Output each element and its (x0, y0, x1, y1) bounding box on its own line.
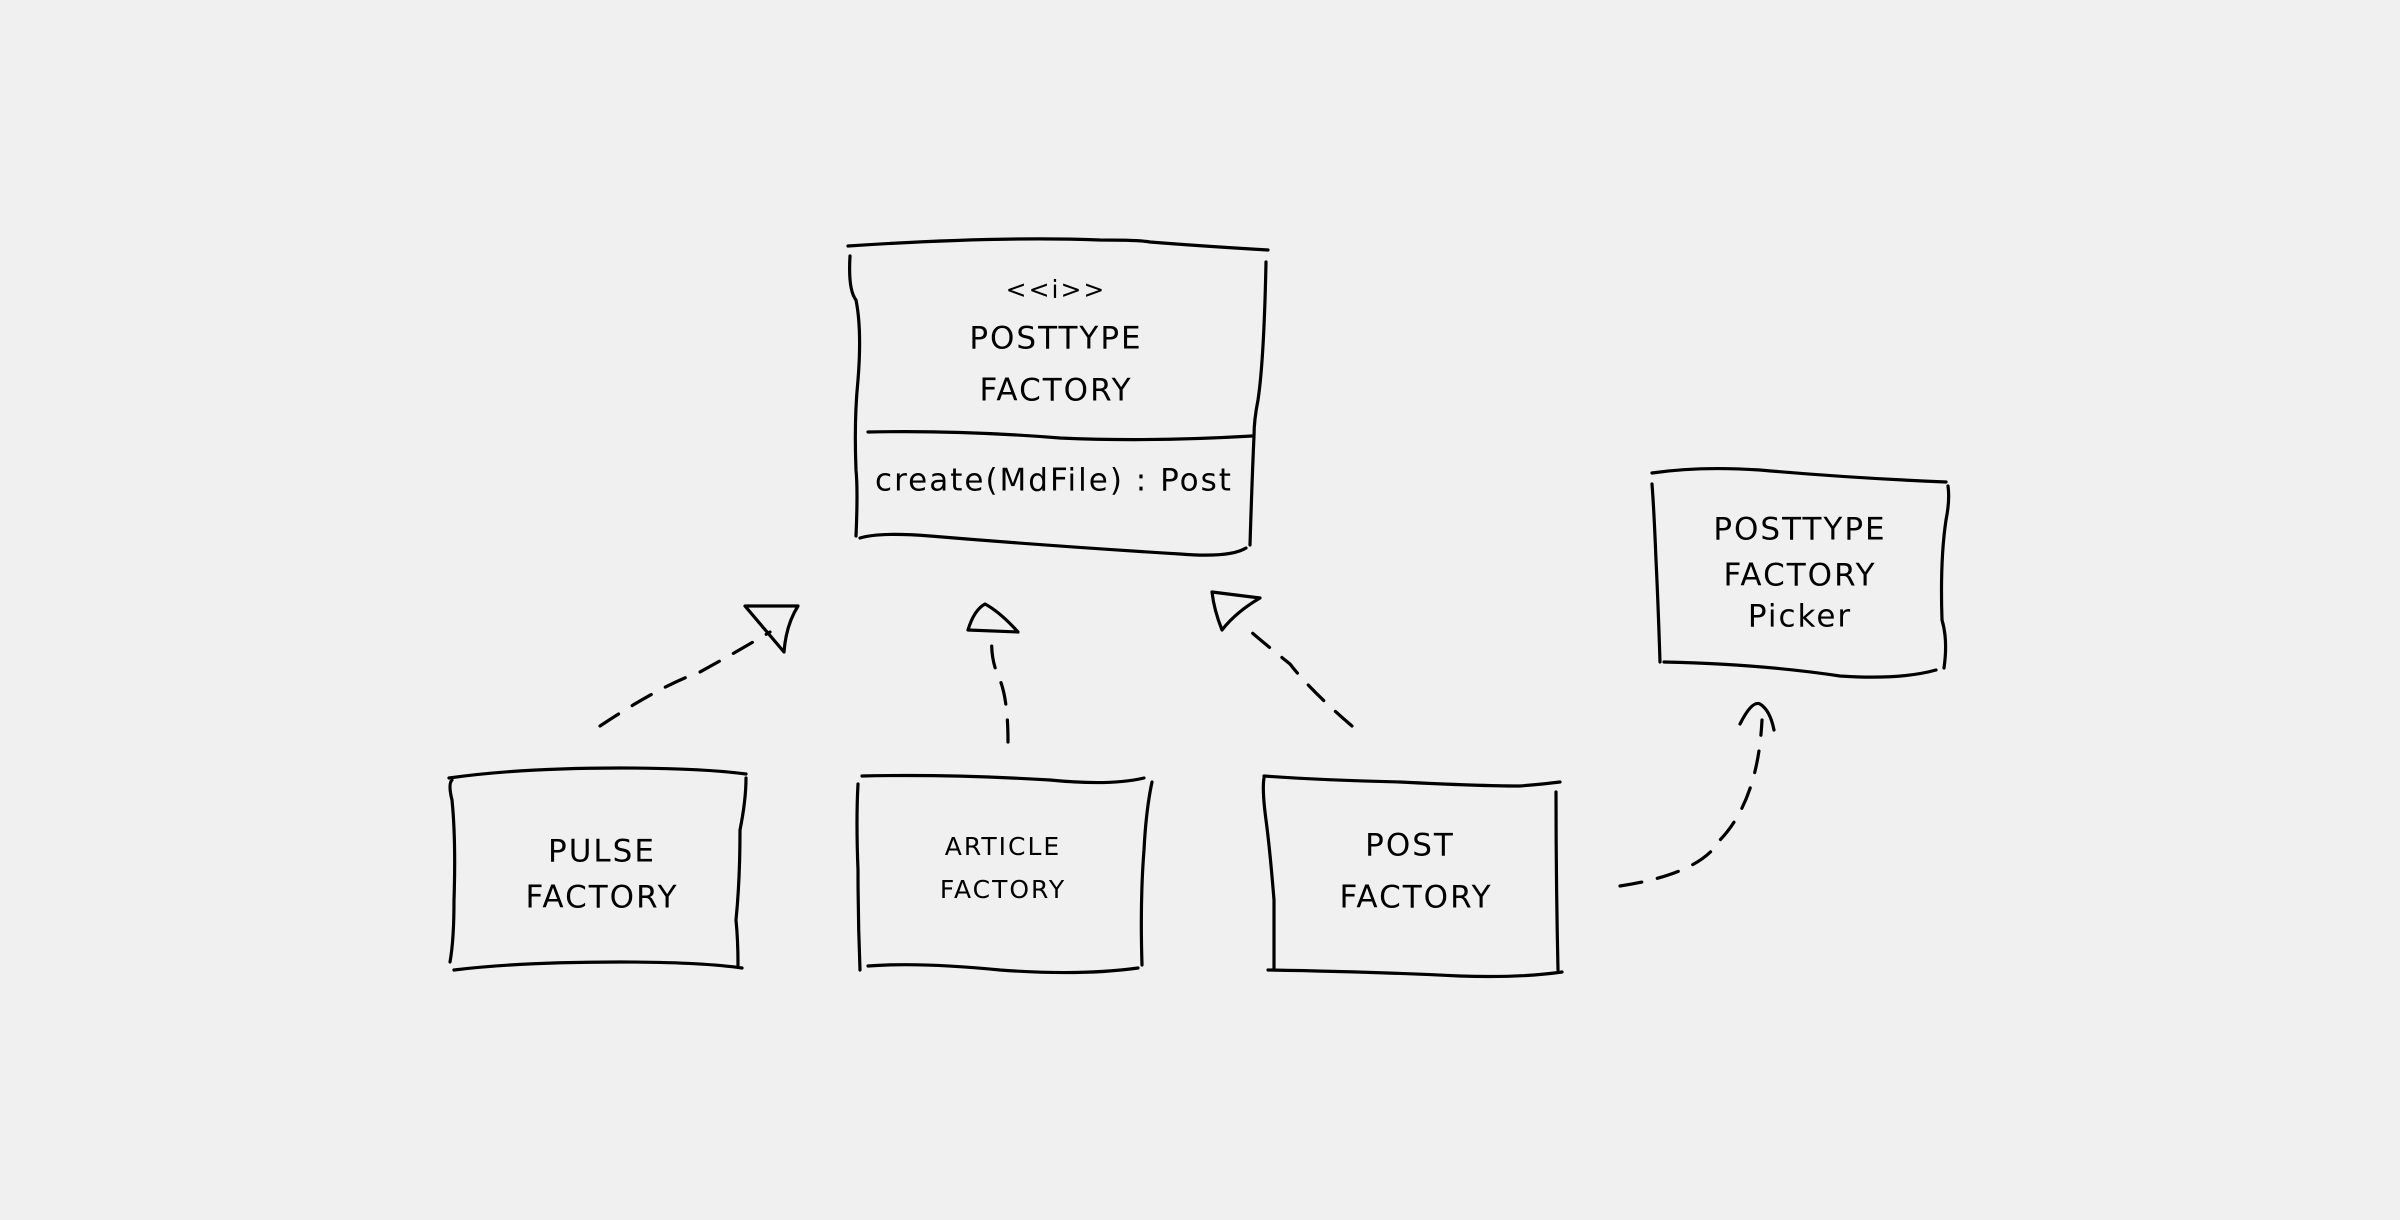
hollow-triangle-arrowhead-icon (1210, 590, 1262, 632)
interface-posttype-factory: <<i>> POSTTYPE FACTORY create(MdFile) : … (846, 237, 1270, 557)
picker-line3: Picker (1748, 599, 1852, 635)
pulse-box-outline (447, 766, 748, 972)
realization-arrow-post (1210, 590, 1354, 728)
article-line2: FACTORY (940, 875, 1066, 904)
interface-box-outline (846, 237, 1270, 557)
interface-stereotype: <<i>> (1006, 275, 1107, 304)
post-box-outline (1261, 774, 1564, 979)
picker-line1: POSTTYPE (1713, 512, 1886, 548)
post-line1: POST (1365, 828, 1455, 864)
article-factory: ARTICLE FACTORY (855, 773, 1154, 975)
pulse-line2: FACTORY (525, 880, 678, 916)
realization-arrow-article (966, 602, 1020, 744)
interface-method: create(MdFile) : Post (875, 463, 1233, 499)
dashed-line (990, 634, 1010, 744)
posttype-factory-picker: POSTTYPE FACTORY Picker (1650, 466, 1951, 679)
pulse-factory: PULSE FACTORY (447, 766, 748, 972)
dependency-arrow-post-to-picker (1618, 701, 1776, 888)
pulse-line1: PULSE (548, 834, 656, 870)
interface-divider (866, 430, 1254, 442)
open-arrowhead-icon (1738, 701, 1776, 732)
interface-name-line2: FACTORY (979, 373, 1132, 409)
hollow-triangle-arrowhead-icon (743, 604, 800, 654)
dashed-line (1240, 622, 1354, 728)
picker-box-outline (1650, 466, 1951, 679)
post-factory: POST FACTORY (1261, 774, 1564, 979)
article-line1: ARTICLE (945, 832, 1061, 861)
hollow-triangle-arrowhead-icon (966, 602, 1020, 634)
dashed-line (598, 630, 772, 728)
post-line2: FACTORY (1339, 880, 1492, 916)
dashed-curve (1618, 718, 1764, 888)
picker-line2: FACTORY (1723, 558, 1876, 594)
article-box-outline (855, 773, 1154, 975)
realization-arrow-pulse (598, 604, 800, 728)
interface-name-line1: POSTTYPE (969, 321, 1142, 357)
